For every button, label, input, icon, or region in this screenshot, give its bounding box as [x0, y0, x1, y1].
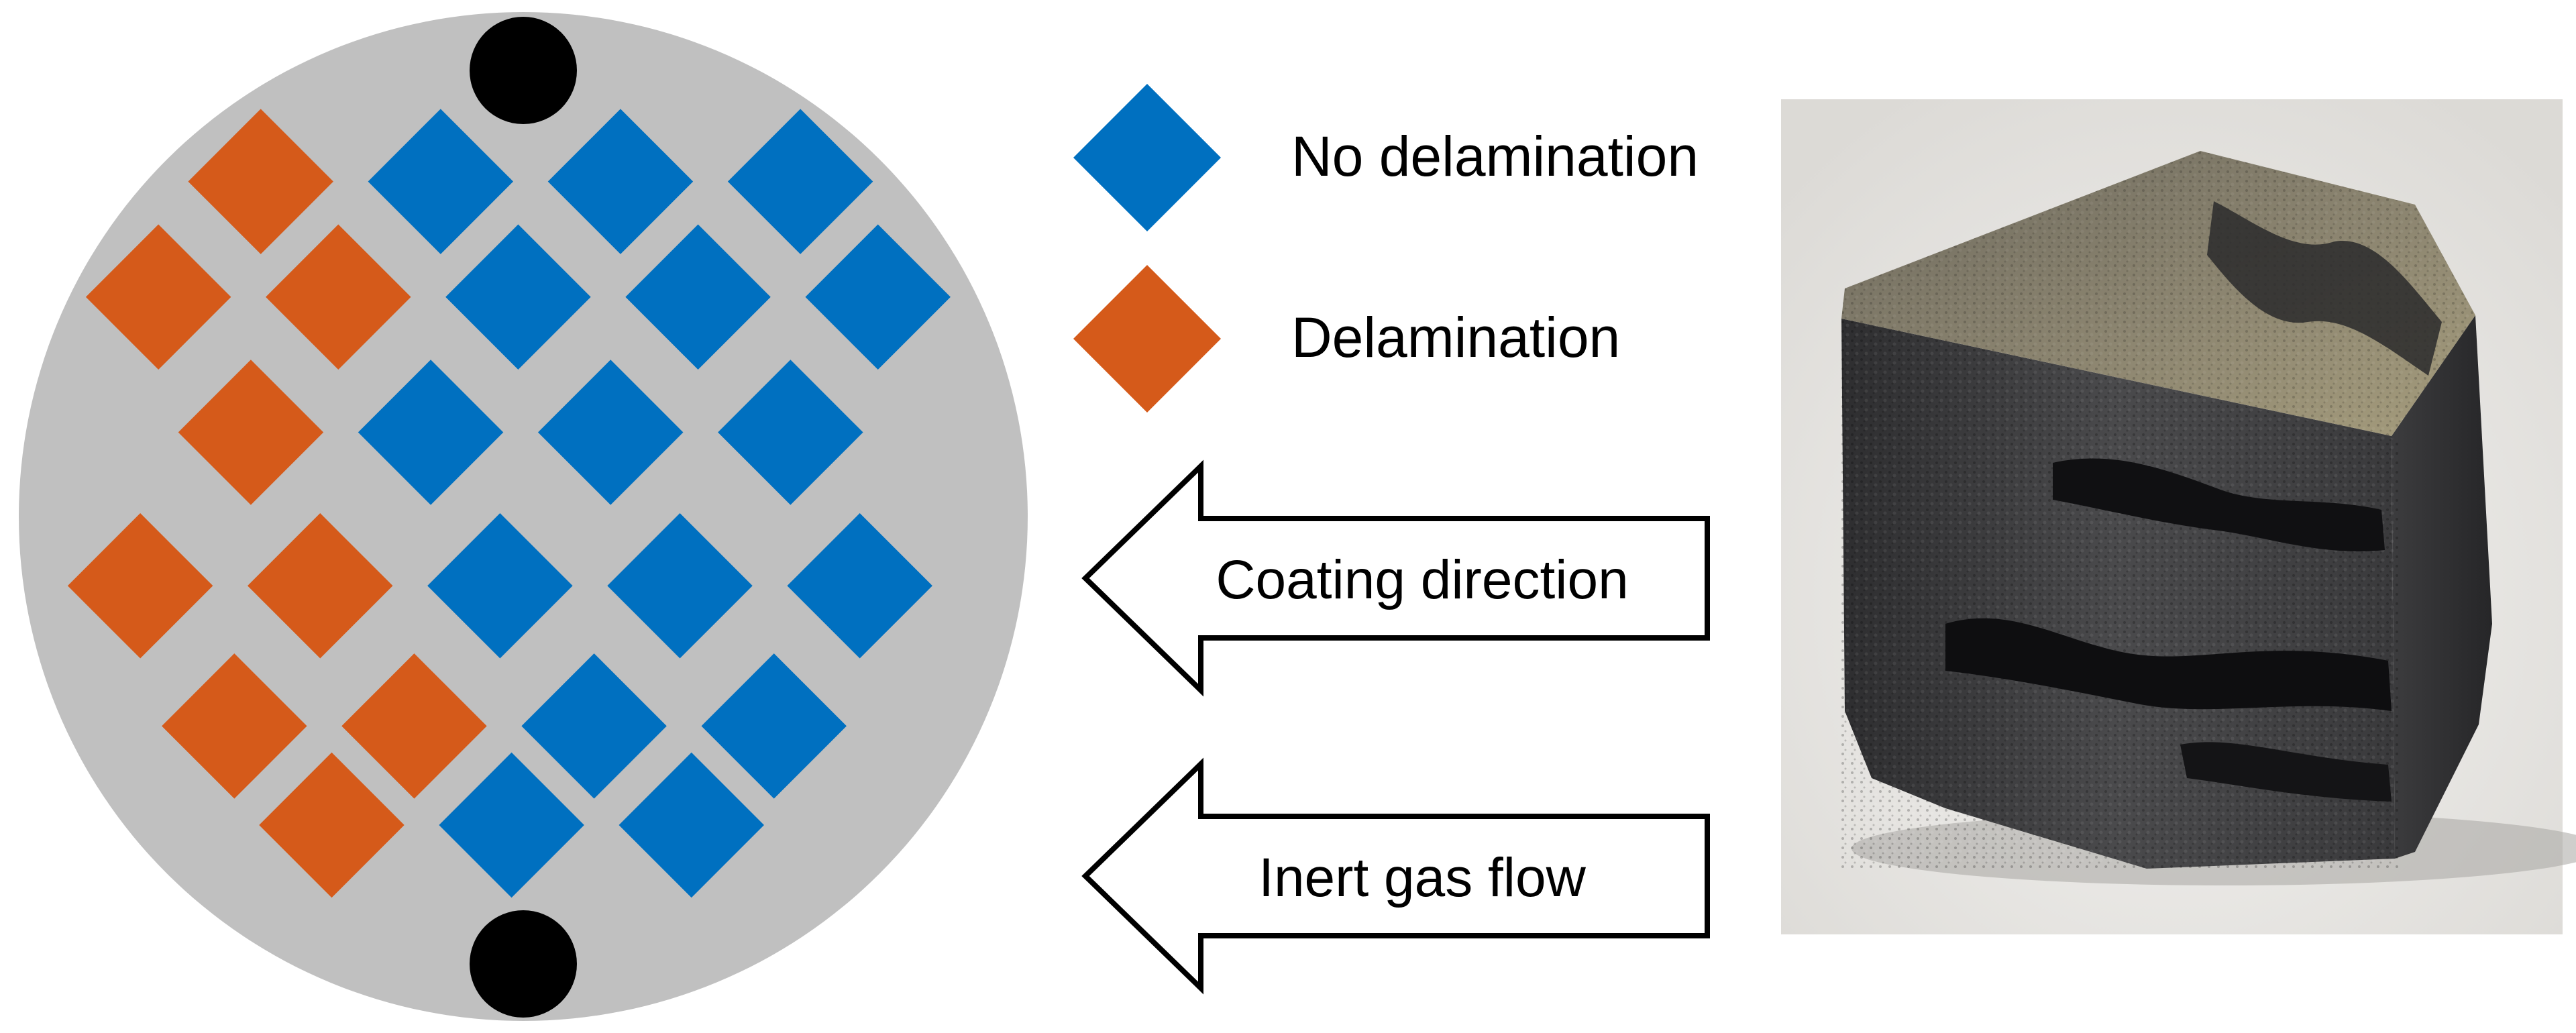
delamination-crack-middle	[1945, 618, 2392, 711]
specimen-no-delamination	[805, 224, 951, 370]
legend-label-delamination: Delamination	[1291, 306, 1620, 369]
specimen-grid	[67, 109, 951, 898]
inert-gas-flow-label: Inert gas flow	[1258, 847, 1586, 908]
specimen-photo	[1781, 99, 2576, 934]
legend-swatch-no-delamination	[1073, 84, 1221, 231]
top-alignment-hole	[470, 17, 577, 124]
delamination-crack-upper	[2053, 458, 2385, 552]
specimen-no-delamination	[358, 360, 504, 505]
delamination-crack-lower	[2180, 742, 2392, 802]
specimen-delamination	[67, 513, 213, 659]
coating-direction-label: Coating direction	[1216, 549, 1628, 610]
legend-swatch-delamination	[1073, 265, 1221, 413]
specimen-delamination	[85, 224, 231, 370]
specimen-no-delamination	[445, 224, 591, 370]
specimen-delamination	[248, 513, 393, 659]
specimen-delamination	[259, 752, 405, 898]
bottom-alignment-hole	[470, 910, 577, 1018]
coating-direction-arrow-shape	[1081, 459, 1710, 697]
specimen-no-delamination	[427, 513, 573, 659]
inert-gas-flow-arrow-shape	[1081, 757, 1710, 995]
inert-gas-flow-arrow: Inert gas flow	[1081, 757, 1710, 995]
specimen-no-delamination	[787, 513, 932, 659]
cube-top-texture	[1841, 151, 2475, 436]
specimen-no-delamination	[619, 752, 764, 898]
cube-top-torn-edge	[2207, 201, 2442, 376]
specimen-no-delamination	[701, 653, 847, 799]
specimen-no-delamination	[521, 653, 667, 799]
build-plate	[19, 12, 1028, 1021]
specimen-delamination	[188, 109, 333, 254]
coating-direction-arrow: Coating direction	[1081, 459, 1710, 697]
specimen-no-delamination	[718, 360, 863, 505]
cube-side-face	[2392, 315, 2492, 859]
specimen-delamination	[162, 653, 307, 799]
specimen-delamination	[341, 653, 487, 799]
legend: No delamination Delamination	[1073, 84, 1699, 413]
specimen-delamination	[178, 360, 324, 505]
specimen-no-delamination	[547, 109, 694, 254]
specimen-no-delamination	[625, 224, 771, 370]
specimen-no-delamination	[537, 360, 684, 505]
specimen-no-delamination	[727, 109, 873, 254]
specimen-delamination	[266, 224, 411, 370]
specimen-no-delamination	[607, 513, 753, 659]
specimen-no-delamination	[439, 752, 584, 898]
legend-label-no-delamination: No delamination	[1291, 125, 1699, 188]
specimen-no-delamination	[368, 109, 514, 254]
